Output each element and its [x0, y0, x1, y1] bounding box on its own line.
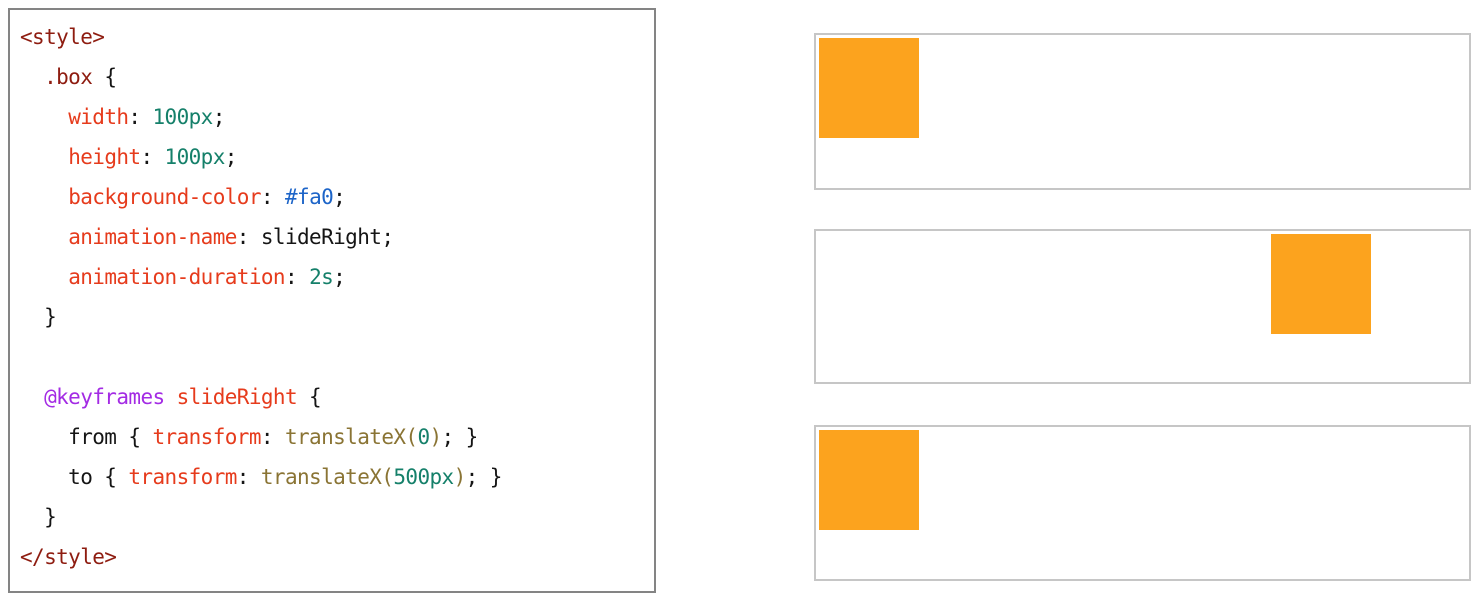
code-token-plain: : slideRight; — [236, 225, 394, 249]
code-token-function: ) — [453, 465, 467, 489]
code-token-property: transform — [128, 465, 237, 489]
code-token-plain: ; — [224, 145, 238, 169]
code-token-property: background-color — [68, 185, 261, 209]
code-token-property: animation-duration — [68, 265, 285, 289]
code-token-plain: from { — [20, 425, 153, 449]
code-line: .box { — [20, 57, 644, 97]
code-token-property: slideRight — [176, 385, 298, 409]
animated-box — [1271, 234, 1371, 334]
code-line: background-color: #fa0; — [20, 177, 644, 217]
code-token-plain: : — [236, 465, 261, 489]
code-token-number: 0 — [417, 425, 430, 449]
code-line: } — [20, 497, 644, 537]
code-token-plain: : — [260, 185, 285, 209]
code-token-plain: to { — [20, 465, 129, 489]
code-line: height: 100px; — [20, 137, 644, 177]
code-token-number: 2s — [309, 265, 334, 289]
code-token-plain: { — [297, 385, 322, 409]
code-line: animation-duration: 2s; — [20, 257, 644, 297]
animated-box — [819, 38, 919, 138]
code-token-plain: ; } — [441, 425, 479, 449]
code-line: </style> — [20, 537, 644, 577]
code-token-function: ) — [429, 425, 443, 449]
code-token-number: 500px — [393, 465, 454, 489]
code-token-plain: ; } — [465, 465, 503, 489]
code-token-tag: .box — [44, 65, 93, 89]
code-token-plain — [20, 265, 68, 289]
css-code-panel: <style> .box { width: 100px; height: 100… — [8, 8, 656, 593]
code-token-plain: ; — [333, 185, 346, 209]
code-line: width: 100px; — [20, 97, 644, 137]
code-token-plain: : — [128, 105, 153, 129]
code-token-atrule: @keyframes — [44, 385, 165, 409]
css-code-block: <style> .box { width: 100px; height: 100… — [10, 10, 654, 584]
code-token-property: transform — [152, 425, 261, 449]
code-token-plain: : — [284, 265, 310, 289]
code-token-property: height — [68, 145, 141, 169]
code-token-number: 100px — [152, 105, 214, 129]
code-line: animation-name: slideRight; — [20, 217, 644, 257]
code-token-plain — [20, 145, 68, 169]
code-token-plain — [165, 385, 177, 409]
code-line: @keyframes slideRight { — [20, 377, 644, 417]
code-token-plain — [20, 65, 44, 89]
code-token-plain — [20, 385, 44, 409]
code-token-plain — [20, 185, 68, 209]
animated-box — [819, 430, 919, 530]
code-token-plain: ; — [333, 265, 346, 289]
code-line: } — [20, 297, 644, 337]
code-token-plain: { — [92, 65, 117, 89]
code-token-function: translateX( — [284, 425, 418, 449]
code-token-tag: </style> — [20, 545, 117, 569]
code-token-hex: #fa0 — [284, 185, 334, 209]
code-line: to { transform: translateX(500px); } — [20, 457, 644, 497]
code-token-plain: } — [20, 505, 57, 529]
code-token-plain: } — [20, 305, 57, 329]
demo-panel-animation-reset — [814, 425, 1471, 581]
code-token-property: animation-name — [68, 225, 237, 249]
code-line: from { transform: translateX(0); } — [20, 417, 644, 457]
code-token-plain: : — [140, 145, 165, 169]
code-line — [20, 337, 644, 377]
demo-panel-animation-sliding-right — [814, 229, 1471, 384]
code-token-tag: <style> — [20, 25, 105, 49]
code-token-plain: ; — [212, 105, 226, 129]
code-token-plain — [20, 105, 68, 129]
demo-panel-animation-start — [814, 33, 1471, 190]
code-token-plain — [20, 225, 68, 249]
code-token-plain: : — [260, 425, 285, 449]
animation-demo-area — [814, 0, 1471, 604]
code-token-function: translateX( — [260, 465, 394, 489]
code-line: <style> — [20, 17, 644, 57]
code-token-number: 100px — [164, 145, 226, 169]
code-token-property: width — [68, 105, 129, 129]
